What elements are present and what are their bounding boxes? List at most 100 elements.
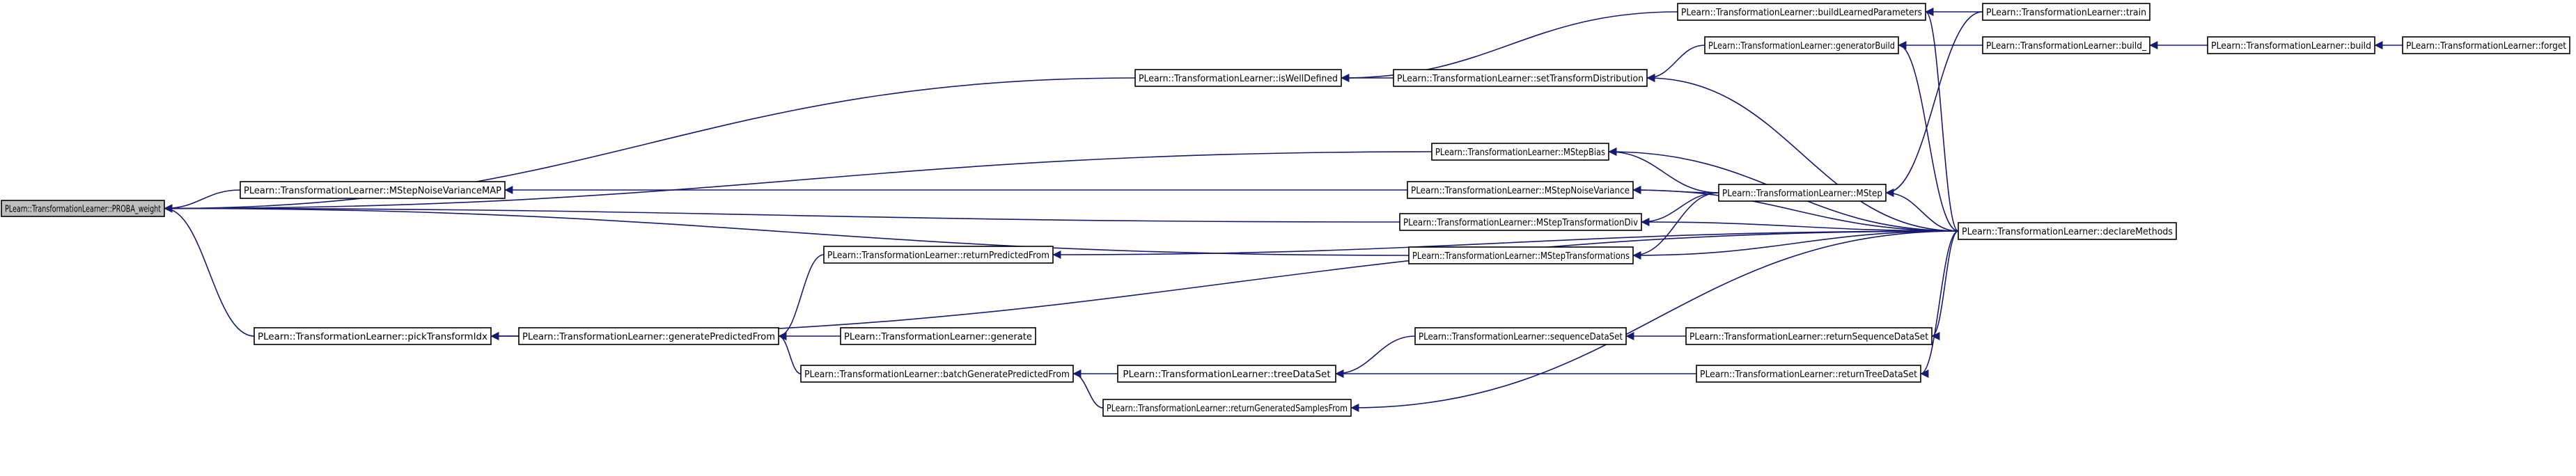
node-label: PLearn::TransformationLearner::returnGen… — [1107, 403, 1348, 414]
edge-mstep-to-mstd — [1641, 192, 1719, 226]
node-build[interactable]: PLearn::TransformationLearner::build — [2207, 36, 2375, 54]
node-box — [1704, 36, 1899, 54]
node-label: PLearn::TransformationLearner::buildLear… — [1681, 7, 1922, 18]
edge-declare-to-rettree — [1920, 230, 1959, 378]
node-train[interactable]: PLearn::TransformationLearner::train — [1982, 3, 2150, 21]
node-label: PLearn::TransformationLearner::isWellDef… — [1139, 73, 1338, 84]
node-label: PLearn::TransformationLearner::build — [2211, 40, 2371, 51]
node-label: PLearn::TransformationLearner::sequenceD… — [1419, 331, 1623, 342]
edge-retpred-to-genpred — [778, 254, 825, 340]
node-box — [253, 327, 492, 345]
node-box — [1696, 365, 1921, 383]
node-box — [1102, 399, 1352, 417]
node-label: PLearn::TransformationLearner::PROBA_wei… — [5, 204, 161, 215]
node-genbuild[interactable]: PLearn::TransformationLearner::generator… — [1704, 36, 1899, 54]
edge-buildlearn-to-iswell — [1341, 11, 1678, 82]
node-mstep[interactable]: PLearn::TransformationLearner::MStep — [1718, 184, 1887, 202]
node-label: PLearn::TransformationLearner::forget — [2406, 40, 2566, 51]
node-mst[interactable]: PLearn::TransformationLearner::MStepTran… — [1408, 246, 1634, 264]
edge-declare-to-pick — [490, 230, 1959, 340]
edge-batchgen-to-genpred — [778, 332, 802, 374]
edge-mstep-to-mst — [1632, 192, 1719, 260]
node-label: PLearn::TransformationLearner::MStepNois… — [1411, 185, 1630, 196]
node-pick[interactable]: PLearn::TransformationLearner::pickTrans… — [253, 327, 492, 345]
edge-declare-to-retpred — [1052, 230, 1959, 259]
node-box — [1399, 213, 1642, 231]
edge-declare-to-mst — [1632, 230, 1959, 260]
node-msbias[interactable]: PLearn::TransformationLearner::MStepBias — [1431, 143, 1609, 161]
node-label: PLearn::TransformationLearner::setTransf… — [1397, 73, 1644, 84]
node-label: PLearn::TransformationLearner::MStep — [1722, 188, 1882, 199]
node-box — [518, 327, 779, 345]
node-label: PLearn::TransformationLearner::batchGene… — [804, 369, 1070, 380]
node-retpred[interactable]: PLearn::TransformationLearner::returnPre… — [823, 246, 1054, 264]
edge-mstd-to-proba — [164, 204, 1400, 223]
node-box — [1685, 327, 1933, 345]
edge-msbias-to-proba — [164, 151, 1433, 213]
edge-declare-to-mstd — [1641, 218, 1959, 232]
edge-mstep-to-msbias — [1608, 148, 1719, 193]
node-retgen[interactable]: PLearn::TransformationLearner::returnGen… — [1102, 399, 1352, 417]
node-box — [1117, 365, 1336, 383]
node-batchgen[interactable]: PLearn::TransformationLearner::batchGene… — [800, 365, 1074, 383]
node-label: PLearn::TransformationLearner::generateP… — [522, 331, 775, 342]
node-msnv[interactable]: PLearn::TransformationLearner::MStepNois… — [1407, 181, 1634, 199]
node-box — [823, 246, 1054, 264]
node-generate[interactable]: PLearn::TransformationLearner::generate — [840, 327, 1036, 345]
node-label: PLearn::TransformationLearner::MStepNois… — [244, 185, 501, 196]
edge-declare-to-retseq — [1931, 230, 1959, 340]
node-label: PLearn::TransformationLearner::returnSeq… — [1689, 331, 1928, 342]
edge-declare-to-buildlearn — [1925, 8, 1959, 232]
edge-iswell-to-proba — [164, 77, 1136, 213]
node-mstd[interactable]: PLearn::TransformationLearner::MStepTran… — [1399, 213, 1642, 231]
edge-declare-to-mstep — [1885, 189, 1959, 232]
node-label: PLearn::TransformationLearner::pickTrans… — [258, 331, 487, 342]
node-declare[interactable]: PLearn::TransformationLearner::declareMe… — [1958, 222, 2177, 240]
node-label: PLearn::TransformationLearner::returnTre… — [1700, 369, 1917, 380]
node-label: PLearn::TransformationLearner::build_ — [1986, 40, 2146, 51]
node-box — [2207, 36, 2375, 54]
node-retseq[interactable]: PLearn::TransformationLearner::returnSeq… — [1685, 327, 1933, 345]
node-rettree[interactable]: PLearn::TransformationLearner::returnTre… — [1696, 365, 1921, 383]
node-box — [1718, 184, 1887, 202]
edge-mst-to-proba — [164, 204, 1410, 256]
node-box — [1408, 246, 1634, 264]
node-seqds[interactable]: PLearn::TransformationLearner::sequenceD… — [1414, 327, 1627, 345]
node-label: PLearn::TransformationLearner::MStepTran… — [1412, 251, 1630, 262]
node-box — [1393, 69, 1648, 87]
node-label: PLearn::TransformationLearner::returnPre… — [827, 250, 1049, 261]
node-genpred[interactable]: PLearn::TransformationLearner::generateP… — [518, 327, 779, 345]
node-settrans[interactable]: PLearn::TransformationLearner::setTransf… — [1393, 69, 1648, 87]
edge-declare-to-genbuild — [1898, 41, 1959, 232]
node-iswell[interactable]: PLearn::TransformationLearner::isWellDef… — [1134, 69, 1342, 87]
edge-retgen-to-batchgen — [1072, 370, 1104, 408]
node-label: PLearn::TransformationLearner::declareMe… — [1962, 226, 2173, 237]
edge-pick-to-proba — [164, 204, 255, 337]
node-box — [1134, 69, 1342, 87]
edge-declare-to-retgen — [1350, 230, 1959, 412]
node-label: PLearn::TransformationLearner::MStepBias — [1435, 147, 1605, 158]
node-box — [840, 327, 1036, 345]
node-box — [1982, 3, 2150, 21]
node-box — [1431, 143, 1609, 161]
node-forget[interactable]: PLearn::TransformationLearner::forget — [2402, 36, 2570, 54]
edge-genbuild-to-settrans — [1646, 45, 1705, 82]
node-label: PLearn::TransformationLearner::treeDataS… — [1123, 369, 1330, 380]
node-msnvmap[interactable]: PLearn::TransformationLearner::MStepNois… — [240, 181, 506, 199]
node-label: PLearn::TransformationLearner::generate — [844, 331, 1032, 342]
node-buildlearn[interactable]: PLearn::TransformationLearner::buildLear… — [1677, 3, 1926, 21]
edge-declare-to-msnv — [1632, 186, 1959, 232]
node-box — [1982, 36, 2150, 54]
node-label: PLearn::TransformationLearner::train — [1986, 7, 2146, 18]
nodes: PLearn::TransformationLearner::PROBA_wei… — [1, 3, 2570, 417]
edge-declare-to-settrans — [1646, 74, 1959, 232]
edge-train-to-mstep — [1885, 11, 1983, 197]
edge-seqds-to-treeds — [1335, 335, 1416, 378]
node-treeds[interactable]: PLearn::TransformationLearner::treeDataS… — [1117, 365, 1336, 383]
node-label: PLearn::TransformationLearner::generator… — [1708, 40, 1895, 51]
node-build_[interactable]: PLearn::TransformationLearner::build_ — [1982, 36, 2150, 54]
node-box — [800, 365, 1074, 383]
node-proba[interactable]: PLearn::TransformationLearner::PROBA_wei… — [1, 200, 165, 217]
node-box — [1, 200, 165, 217]
